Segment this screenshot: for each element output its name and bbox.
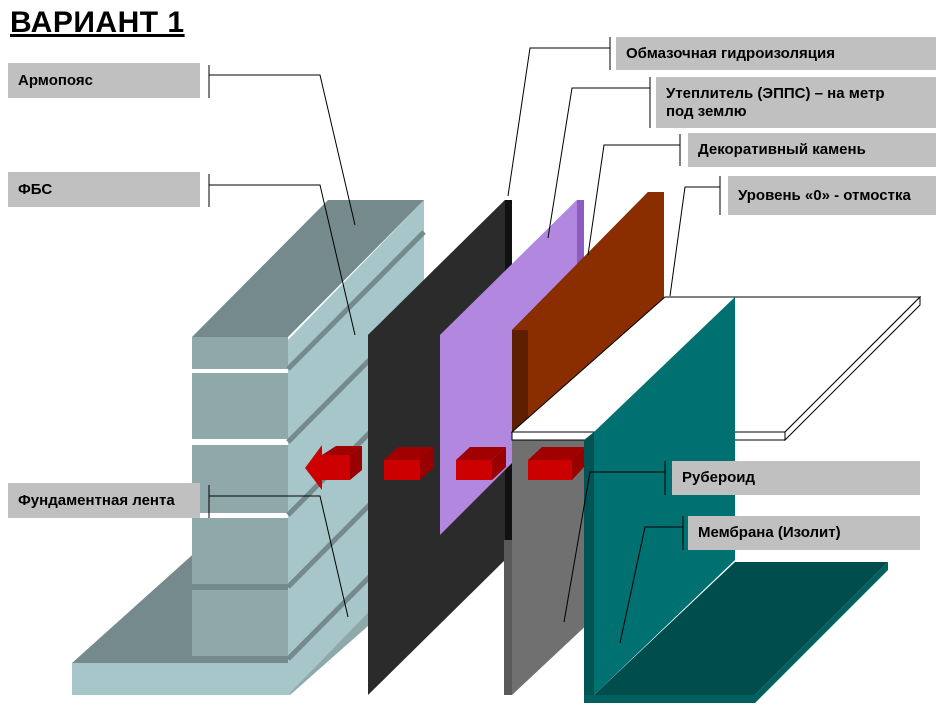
label-coating-waterproofing: Обмазочная гидроизоляция bbox=[616, 37, 936, 70]
arrow-1 bbox=[305, 445, 362, 490]
label-decorative-stone: Декоративный камень bbox=[688, 133, 936, 167]
label-fbs: ФБС bbox=[8, 172, 200, 207]
arrow-2 bbox=[384, 447, 434, 480]
label-insulation-line-1: Утеплитель (ЭППС) – на метр bbox=[666, 84, 885, 102]
label-foundation-strip: Фундаментная лента bbox=[8, 483, 200, 518]
page-title: ВАРИАНТ 1 bbox=[10, 6, 185, 39]
membrane-layer bbox=[584, 297, 888, 703]
label-membrane: Мембрана (Изолит) bbox=[688, 516, 920, 550]
direction-arrows bbox=[305, 445, 584, 490]
label-ruberoid: Рубероид bbox=[672, 461, 920, 495]
stone-layer bbox=[512, 192, 664, 435]
leader-lines bbox=[208, 37, 721, 644]
label-ground-level: Уровень «0» - отмостка bbox=[728, 176, 936, 215]
label-insulation: Утеплитель (ЭППС) – на метр под землю bbox=[656, 77, 936, 128]
label-insulation-line-2: под землю bbox=[666, 102, 747, 120]
label-armopoyas: Армопояс bbox=[8, 63, 200, 98]
fbs-wall bbox=[192, 200, 426, 695]
arrow-4 bbox=[528, 447, 584, 480]
arrow-3 bbox=[456, 447, 506, 480]
